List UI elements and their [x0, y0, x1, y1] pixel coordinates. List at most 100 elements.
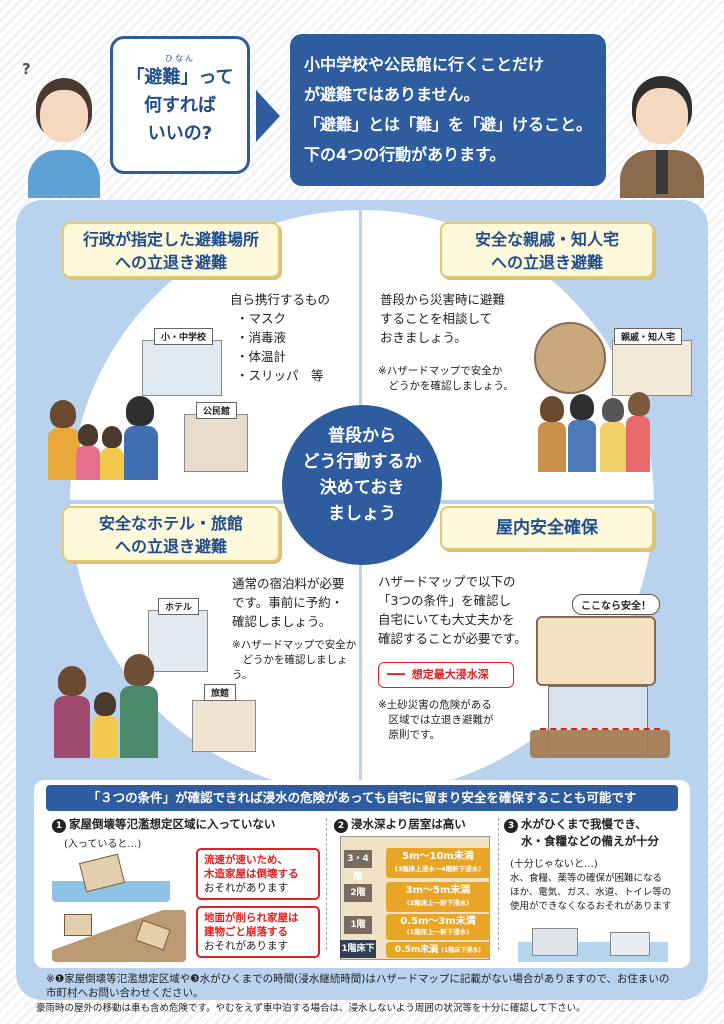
floor-label: 3・4階	[344, 850, 372, 882]
footnote: ※❶家屋倒壊等氾濫想定区域や❸水がひくまでの時間(浸水継続時間)はハザードマップ…	[46, 972, 706, 1000]
condition-1-title-text: 家屋倒壊等氾濫想定区域に入っていない	[69, 817, 276, 831]
q1-items: 自ら携行するもの ・マスク ・消毒液 ・体温計 ・スリッパ 等	[230, 290, 350, 385]
depth-bar: 0.5m未満 (1階床下浸水)	[386, 942, 490, 958]
condition-3-sub: (十分じゃないと…)	[510, 859, 598, 870]
max-flood-legend: ━━━ 想定最大浸水深	[378, 662, 514, 688]
inn-tag: 旅館	[204, 684, 237, 701]
flooded-town-illustration	[518, 926, 668, 962]
hotel-tag: ホテル	[158, 598, 200, 615]
condition-2-title-text: 浸水深より居室は高い	[351, 817, 466, 831]
q2-note-line: どうかを確認しましょう。	[378, 380, 514, 392]
depth-bar-sub: (3階床上浸水～4階軒下浸水)	[394, 865, 482, 873]
answer-line-4: 下の4つの行動があります。	[304, 145, 506, 164]
q1-title: 行政が指定した避難場所 への立退き避難	[62, 222, 280, 278]
condition-1-box-1: 流速が速いため、 木造家屋は倒壊する おそれがあります	[196, 848, 320, 900]
collapsing-house-illustration	[52, 850, 170, 902]
q2-text: 普段から災害時に避難 することを相談して おきましょう。	[380, 290, 530, 347]
depth-bar: 3m～5m未満 (2階床上～軒下浸水)	[386, 882, 490, 912]
depth-bar-main: 0.5m～3m未満	[400, 916, 476, 927]
q4-note-line: ※土砂災害の危険がある	[378, 699, 492, 711]
travelers-illustration	[52, 654, 176, 758]
q4-text-line: 自宅にいても大丈夫かを	[378, 612, 515, 627]
box2-post: おそれがあります	[204, 940, 288, 952]
relative-house-tag: 親戚・知人宅	[614, 328, 683, 345]
q2-note-line: ※ハザードマップで安全か	[378, 365, 503, 377]
condition-3-number: 3	[504, 819, 518, 833]
bottom-warning: 豪雨時の屋外の移動は車も含め危険です。やむをえず車中泊する場合は、浸水しないよう…	[36, 1003, 586, 1014]
depth-bar-main: 3m～5m未満	[405, 885, 471, 896]
condition-1-sub: (入っていると…)	[64, 839, 142, 850]
condition-3-title-line-2: 水・食糧などの備えが十分	[521, 834, 659, 848]
question-line-3: いいの?	[147, 123, 213, 144]
question-bubble: ひなん 「避難」って 何すれば いいの?	[110, 36, 250, 174]
q1-item: ・スリッパ 等	[236, 368, 324, 383]
answer-line-2: が避難ではありません。	[304, 85, 480, 104]
q4-text-line: 「3つの条件」を確認し	[378, 593, 511, 608]
family-illustration	[48, 396, 160, 480]
condition-divider-2	[498, 818, 499, 950]
q2-text-line: 普段から災害時に避難	[380, 292, 506, 307]
boy-illustration: ?	[22, 60, 100, 198]
q4-title-text: 屋内安全確保	[496, 518, 598, 538]
q3-text: 通常の宿泊料が必要 です。事前に予約・ 確認しましょう。	[232, 574, 362, 631]
q3-text-line: 確認しましょう。	[232, 614, 332, 629]
q4-note-line: 原則です。	[378, 729, 440, 741]
q3-note: ※ハザードマップで安全か どうかを確認しましょう。	[232, 638, 360, 683]
question-line-1: 「避難」って	[126, 67, 234, 88]
q4-text-line: 確認することが必要です。	[378, 631, 527, 646]
q3-title-line-1: 安全なホテル・旅館	[98, 514, 243, 533]
visiting-family-illustration	[538, 392, 650, 472]
floor-label: 1階	[344, 916, 372, 934]
q2-title-line-2: への立退き避難	[490, 253, 603, 272]
community-hall-building	[184, 414, 248, 472]
relative-house	[612, 340, 692, 396]
safe-bubble: ここなら安全！	[572, 594, 660, 615]
q1-item: ・消毒液	[236, 330, 287, 345]
question-line-2: 何すれば	[144, 95, 216, 116]
floor-label: 2階	[344, 884, 372, 902]
community-hall-tag: 公民館	[196, 402, 238, 419]
q1-item: ・体温計	[236, 349, 287, 364]
condition-2-number: 2	[334, 819, 348, 833]
q2-title: 安全な親戚・知人宅 への立退き避難	[440, 222, 654, 278]
school-building	[142, 340, 222, 396]
q4-title: 屋内安全確保	[440, 506, 654, 550]
box1-post: おそれがあります	[204, 882, 288, 894]
center-circle: 普段から どう行動するか 決めておき ましょう	[282, 405, 442, 565]
depth-bar-sub: (1階床上～軒下浸水)	[406, 928, 470, 936]
q2-text-line: することを相談して	[380, 311, 493, 326]
q1-title-line-1: 行政が指定した避難場所	[82, 230, 259, 249]
center-line: どう行動するか	[302, 452, 422, 472]
flood-house-icon	[534, 322, 606, 394]
q2-text-line: おきましょう。	[380, 330, 467, 345]
answer-box: 小中学校や公民館に行くことだけ が避難ではありません。 「避難」とは「難」を「避…	[290, 34, 606, 186]
q3-title: 安全なホテル・旅館 への立退き避難	[62, 506, 280, 562]
depth-bar: 0.5m～3m未満 (1階床上～軒下浸水)	[386, 914, 490, 940]
q3-note-line: ※ハザードマップで安全か	[232, 639, 357, 651]
depth-bar-sub: (1階床下浸水)	[441, 947, 482, 954]
answer-line-3: 「避難」とは「難」を「避」けること。	[304, 115, 593, 134]
floor-label: 1階床下	[340, 940, 376, 958]
box2-red-1: 地面が削られ家屋は	[204, 912, 299, 924]
center-line: 普段から	[328, 426, 396, 446]
condition-3-title-line-1: 水がひくまで我慢でき、	[521, 817, 647, 831]
inn-building	[192, 700, 256, 752]
question-ruby: ひなん	[165, 54, 195, 63]
depth-bar: 5m～10m未満 (3階床上浸水～4階軒下浸水)	[386, 848, 490, 878]
legend-dash-icon: ━━━	[387, 668, 405, 681]
footnote-line: ※❶家屋倒壊等氾濫想定区域や❸水がひくまでの時間(浸水継続時間)はハザードマップ…	[46, 973, 670, 985]
center-line: ましょう	[328, 504, 396, 524]
arrow-right-icon	[256, 90, 280, 142]
condition-3-text-line: ほか、電気、ガス、水道、トイレ等の	[510, 887, 672, 898]
man-illustration	[616, 70, 708, 198]
depth-bar-main: 5m～10m未満	[402, 851, 474, 862]
footnote-line: 市町村へお問い合わせください。	[46, 987, 204, 999]
flood-line	[540, 728, 660, 730]
q1-title-line-2: への立退き避難	[114, 253, 227, 272]
conditions-heading: 「３つの条件」が確認できれば浸水の危険があっても自宅に留まり安全を確保することも…	[46, 785, 678, 811]
